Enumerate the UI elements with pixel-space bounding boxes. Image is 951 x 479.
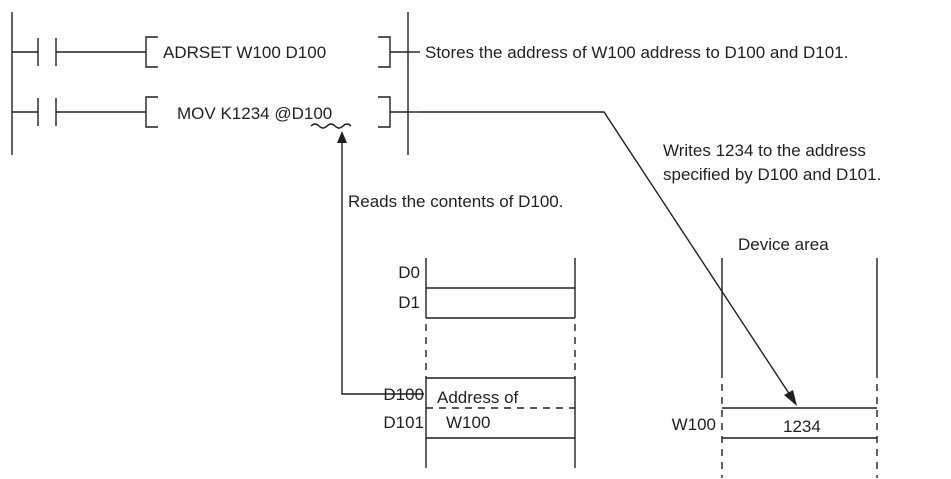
device-area-title: Device area (738, 235, 829, 254)
reads-annotation: Reads the contents of D100. (348, 192, 563, 211)
instruction-1-left-bracket (145, 36, 158, 68)
w100-content-text: W100 (446, 413, 490, 432)
row-label-d100: D100 (383, 385, 424, 404)
instruction-2-right-bracket (378, 96, 391, 128)
read-arrow-line (341, 140, 424, 395)
address-of-text: Address of (437, 388, 519, 407)
read-arrow-head (337, 131, 347, 143)
row-label-d101: D101 (383, 413, 424, 432)
writes-annotation-line2: specified by D100 and D101. (663, 165, 881, 184)
rung-1[interactable]: ADRSET W100 D100 (12, 36, 420, 68)
mov-instruction: MOV K1234 @D100 (177, 104, 332, 123)
data-register-table (425, 258, 576, 468)
device-area-table (721, 258, 878, 478)
instruction-1-right-bracket (378, 36, 391, 68)
row-label-d1: D1 (398, 293, 420, 312)
rung-2[interactable]: MOV K1234 @D100 (12, 96, 420, 128)
write-arrow-head (784, 390, 797, 406)
row-label-d0: D0 (398, 263, 420, 282)
write-arrow-line (420, 111, 793, 399)
instruction-2-left-bracket (145, 96, 158, 128)
indirect-device-underline (310, 123, 352, 129)
row-label-w100: W100 (672, 415, 716, 434)
writes-annotation-line1: Writes 1234 to the address (663, 141, 866, 160)
adrset-instruction: ADRSET W100 D100 (163, 43, 326, 62)
value-1234: 1234 (783, 417, 821, 436)
rung-1-comment: Stores the address of W100 address to D1… (425, 43, 848, 62)
